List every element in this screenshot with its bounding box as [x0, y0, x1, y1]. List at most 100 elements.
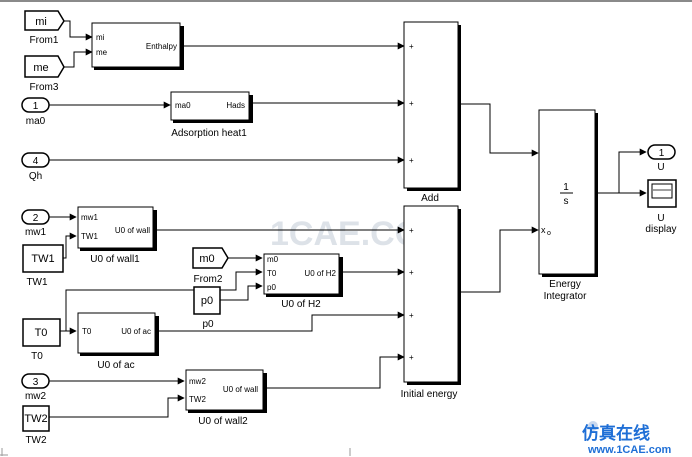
inport-qh-num: 4 [33, 156, 39, 167]
constant-t0[interactable]: T0 T0 [22, 318, 61, 362]
ads-port-in: ma0 [175, 101, 191, 110]
subsystem-u0-ac[interactable]: T0 U0 of ac U0 of ac [77, 312, 159, 371]
inport-mw1-num: 2 [33, 213, 39, 224]
inport-qh[interactable]: 4 Qh [21, 152, 50, 182]
inport-ma0-num: 1 [33, 101, 39, 112]
wall2-label: U0 of wall2 [198, 416, 248, 427]
line-init-out [458, 226, 539, 293]
outport-u[interactable]: 1 U [647, 144, 676, 173]
subsystem-u0-wall2[interactable]: mw2 TW2 U0 of wall U0 of wall2 [185, 369, 267, 427]
integrator-ic: x [541, 225, 546, 235]
from-tag-me-label: From3 [30, 82, 59, 93]
outport-u-label: U [657, 162, 664, 173]
constant-p0-label: p0 [202, 319, 214, 330]
init-sign-1: + [409, 226, 414, 235]
wall2-port-tw2: TW2 [189, 395, 206, 404]
wall1-port-out: U0 of wall [115, 226, 150, 235]
integrator-label-2: Integrator [544, 291, 587, 302]
subsystem-adsorption-heat[interactable]: ma0 Hads Adsorption heat1 [170, 91, 253, 139]
from-tag-m0-text: m0 [199, 253, 214, 265]
line-p0 [220, 282, 263, 301]
wall1-port-mw1: mw1 [81, 213, 98, 222]
integrator-num: 1 [563, 182, 569, 193]
from-tag-mi-text: mi [35, 16, 47, 28]
enthalpy-port-out: Enthalpy [146, 42, 177, 51]
line-ac [156, 311, 405, 332]
init-sign-4: + [409, 353, 414, 362]
ac-port-t0: T0 [82, 327, 92, 336]
add-label: Add [421, 193, 439, 204]
integrator-label-1: Energy [549, 279, 581, 290]
constant-t0-text: T0 [35, 327, 48, 339]
sum-block-initial-energy[interactable]: + + + + Initial energy [401, 205, 461, 400]
brand-url: www.1CAE.com [587, 444, 672, 456]
wall2-port-out: U0 of wall [223, 385, 258, 394]
constant-tw2[interactable]: TW2 TW2 [22, 405, 50, 446]
line-mi [64, 20, 93, 41]
line-tw2 [49, 394, 185, 418]
inport-mw1[interactable]: 2 mw1 [21, 209, 50, 238]
line-wall2 [264, 353, 405, 389]
constant-p0-text: p0 [201, 295, 213, 307]
enthalpy-port-me: me [96, 48, 108, 57]
wall1-port-tw1: TW1 [81, 232, 98, 241]
constant-tw1[interactable]: TW1 TW1 [22, 244, 64, 288]
init-label: Initial energy [401, 389, 458, 400]
wall2-port-mw2: mw2 [189, 377, 206, 386]
h2-port-t0: T0 [267, 269, 277, 278]
display-label-2: display [645, 224, 676, 235]
subsystem-enthalpy[interactable]: mi me Enthalpy [91, 22, 184, 70]
from-tag-me-text: me [33, 62, 48, 74]
from-tag-m0[interactable]: m0 From2 [192, 247, 229, 285]
ads-port-out: Hads [226, 101, 245, 110]
inport-mw1-label: mw1 [25, 227, 47, 238]
brand-watermark: 仿真在线 www.1CAE.com [582, 421, 672, 456]
subsystem-u0-wall1[interactable]: mw1 TW1 U0 of wall U0 of wall1 [77, 206, 157, 265]
integrator-block[interactable]: 1 s x o Energy Integrator [538, 109, 598, 302]
inport-qh-label: Qh [29, 171, 42, 182]
line-me [64, 48, 93, 68]
add-sign-3: + [409, 156, 414, 165]
enthalpy-port-mi: mi [96, 33, 105, 42]
h2-port-out: U0 of H2 [304, 269, 336, 278]
inport-mw2-num: 3 [33, 377, 39, 388]
from-tag-m0-label: From2 [194, 274, 223, 285]
constant-tw1-text: TW1 [31, 253, 54, 265]
signal-lines [49, 20, 647, 418]
display-label-1: U [657, 213, 664, 224]
init-sign-2: + [409, 268, 414, 277]
scope-screen-icon [651, 183, 673, 199]
h2-label: U0 of H2 [281, 299, 321, 310]
add-sign-1: + [409, 42, 414, 51]
constant-tw2-label: TW2 [25, 435, 47, 446]
ac-port-out: U0 of ac [121, 327, 151, 336]
ac-label: U0 of ac [97, 360, 134, 371]
h2-port-p0: p0 [267, 283, 276, 292]
line-tw1 [63, 232, 77, 259]
wall1-label: U0 of wall1 [90, 254, 140, 265]
ads-label: Adsorption heat1 [171, 128, 247, 139]
constant-t0-label: T0 [31, 351, 43, 362]
inport-ma0-label: ma0 [26, 116, 46, 127]
constant-p0[interactable]: p0 p0 [193, 286, 221, 330]
add-sign-2: + [409, 99, 414, 108]
init-sign-3: + [409, 311, 414, 320]
sum-block-add[interactable]: + + + Add [403, 21, 461, 204]
display-block[interactable]: U display [645, 179, 677, 235]
outport-u-num: 1 [659, 148, 665, 159]
bottom-frame-marks [0, 448, 351, 456]
h2-port-m0: m0 [267, 255, 279, 264]
constant-tw1-label: TW1 [26, 277, 48, 288]
inport-ma0[interactable]: 1 ma0 [21, 97, 50, 127]
integrator-ic-sub: o [547, 230, 551, 237]
constant-tw2-text: TW2 [24, 413, 47, 425]
from-tag-me[interactable]: me From3 [24, 55, 65, 93]
from-tag-mi-label: From1 [30, 35, 59, 46]
from-tag-mi[interactable]: mi From1 [24, 10, 65, 46]
inport-mw2[interactable]: 3 mw2 [21, 373, 50, 402]
brand-cn: 仿真在线 [582, 423, 650, 443]
subsystem-u0-h2[interactable]: m0 T0 p0 U0 of H2 U0 of H2 [263, 253, 343, 310]
line-add-out [458, 103, 539, 157]
inport-mw2-label: mw2 [25, 391, 47, 402]
